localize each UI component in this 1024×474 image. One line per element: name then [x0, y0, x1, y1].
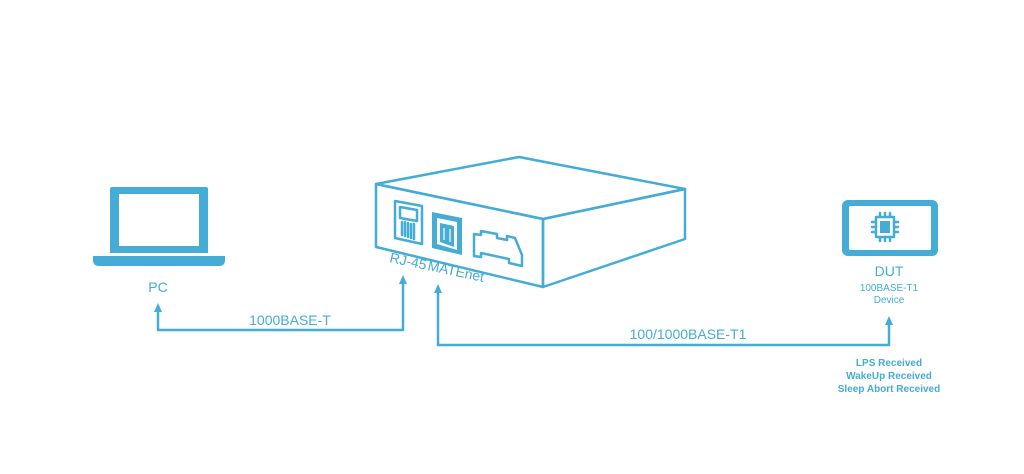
link-hub-dut-label: 100/1000BASE-T1: [630, 326, 747, 342]
matenet-port-icon: [432, 212, 462, 255]
ethernet-port-icon: [393, 199, 424, 246]
connector-port-icon: [472, 229, 524, 268]
rj45-label: RJ-45: [388, 249, 428, 272]
link-pc-hub-label: 1000BASE-T: [249, 312, 331, 328]
status-line: Sleep Abort Received: [838, 384, 940, 395]
dut-label: DUT: [875, 263, 904, 279]
matenet-label: MATEnet: [426, 257, 485, 285]
chip-device-icon: [842, 200, 938, 256]
dut-subtitle-1: 100BASE-T1: [860, 283, 919, 294]
link-hub-dut: [434, 284, 893, 347]
dut-subtitle-2: Device: [874, 295, 905, 306]
arrow-up-icon: [154, 303, 162, 312]
laptop-icon: [93, 187, 225, 266]
status-line: WakeUp Received: [846, 371, 932, 382]
status-messages: LPS Received WakeUp Received Sleep Abort…: [838, 358, 940, 395]
status-line: LPS Received: [856, 358, 922, 369]
network-box-icon: [374, 155, 687, 289]
pc-label: PC: [148, 279, 167, 295]
arrow-up-icon: [885, 316, 893, 325]
link-pc-hub: [154, 275, 407, 332]
arrow-up-icon: [434, 284, 442, 293]
arrow-up-icon: [399, 275, 407, 284]
